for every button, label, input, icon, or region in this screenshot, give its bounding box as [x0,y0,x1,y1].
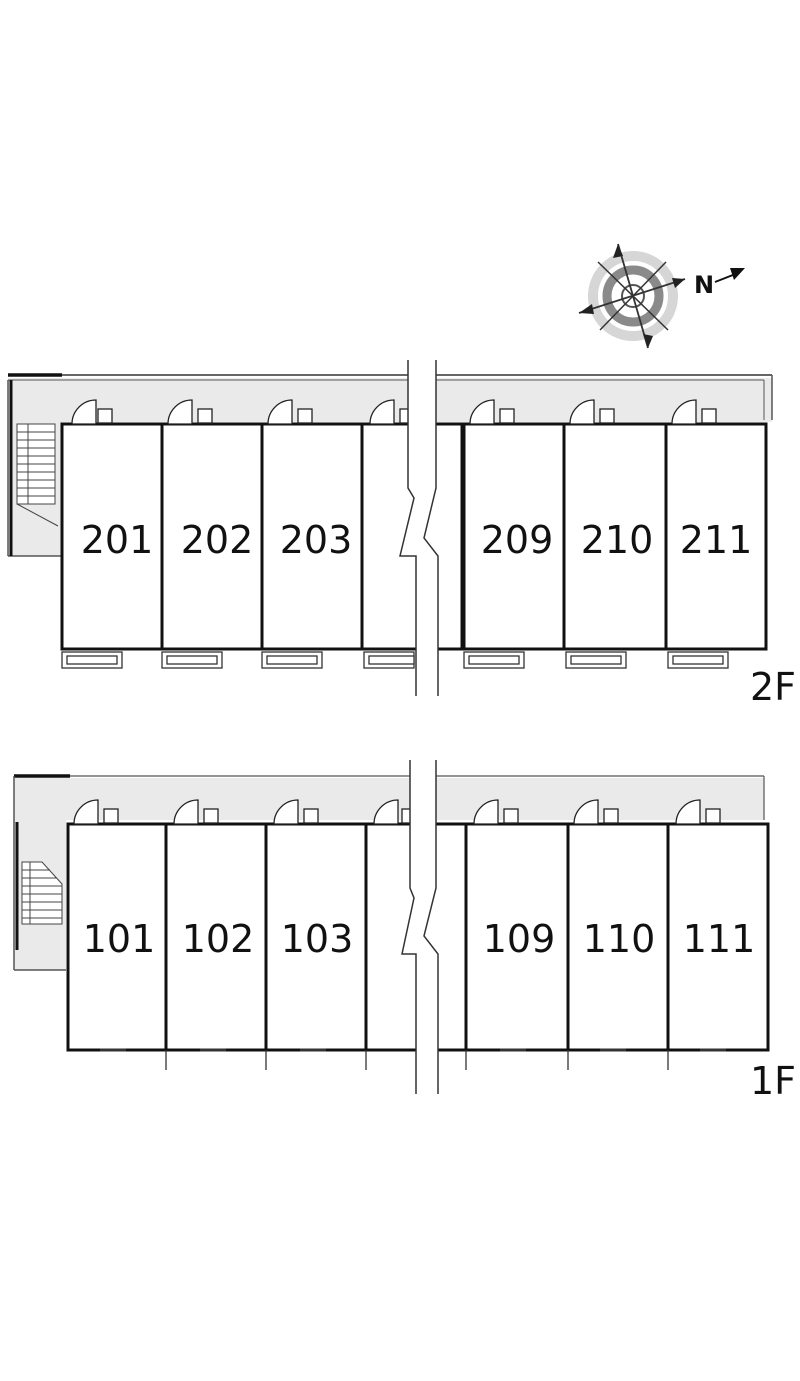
unit-label-110: 110 [583,917,656,961]
unit-label-202: 202 [181,518,254,562]
unit-211 [664,422,768,651]
unit-111 [666,822,770,1052]
unit-label-103: 103 [281,917,354,961]
unit-103 [264,822,368,1052]
balcony-icons [61,651,729,669]
unit-label-102: 102 [182,917,255,961]
unit-label-209: 209 [481,518,554,562]
compass-north-label: N [694,271,714,299]
unit-109 [464,822,570,1052]
unit-110 [566,822,670,1052]
staircase-icon [16,423,59,527]
unit-210 [562,422,668,651]
floor-label-1f: 1F [750,1059,796,1103]
unit-209 [462,422,566,651]
unit-label-109: 109 [483,917,556,961]
break-marker-2f [399,360,439,696]
unit-202 [160,422,264,651]
unit-label-203: 203 [280,518,353,562]
unit-201 [60,422,164,651]
wall-extensions [100,1048,726,1070]
floor-2f: 201 202 203 209 210 211 2F [7,360,796,709]
compass-icon: N [578,243,745,349]
door-icons [73,799,721,825]
unit-label-211: 211 [680,518,753,562]
door-icons [71,399,717,425]
unit-label-111: 111 [683,917,756,961]
staircase-icon [21,861,63,925]
unit-label-101: 101 [83,917,156,961]
floor-label-2f: 2F [750,665,796,709]
floor-1f: 101 102 103 109 110 111 1F [13,760,796,1103]
unit-label-210: 210 [581,518,654,562]
unit-label-201: 201 [81,518,154,562]
break-marker-1f [401,760,439,1094]
